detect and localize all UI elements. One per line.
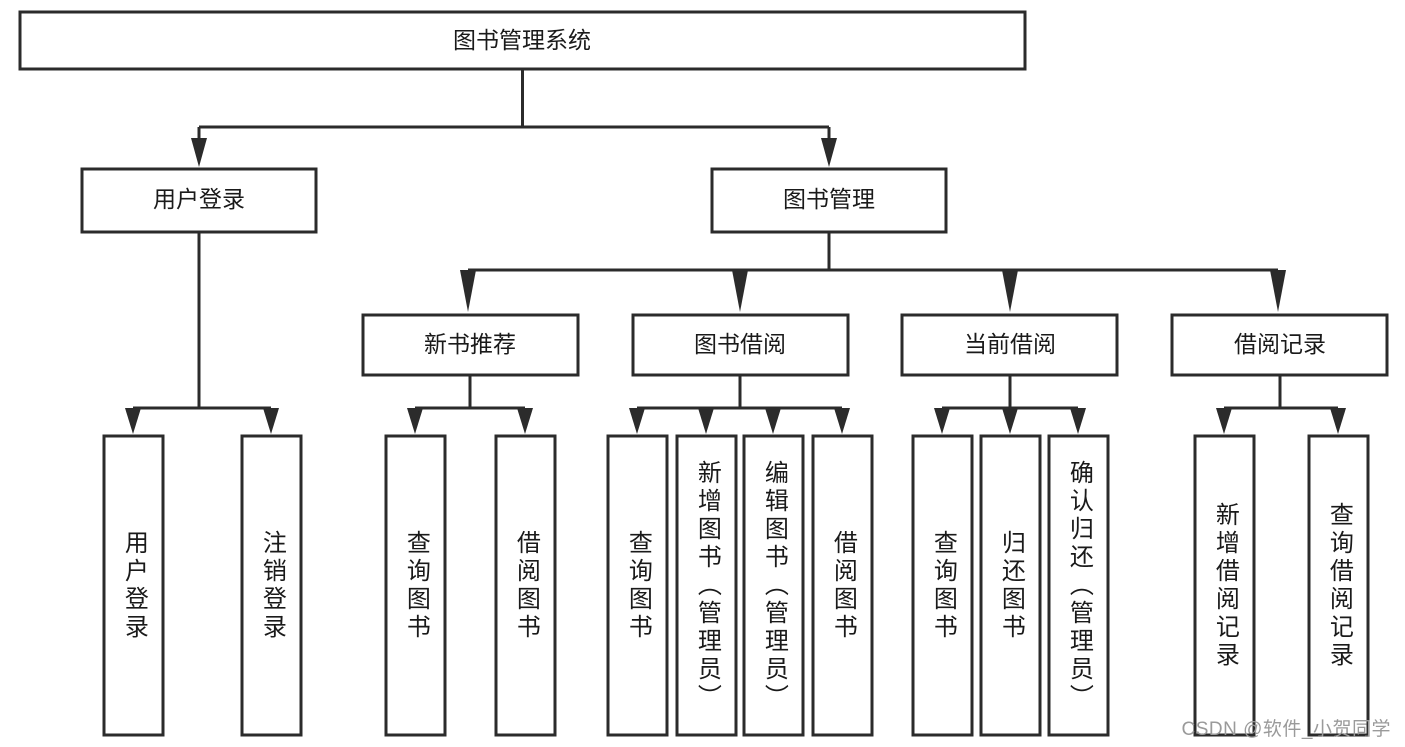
node-new-book-recommend-label: 新书推荐 xyxy=(424,331,516,357)
leaf-box-bb-borrow-book[interactable] xyxy=(811,434,874,737)
node-book-manage-box[interactable] xyxy=(710,167,948,234)
arrowhead-nbr-leaf-1 xyxy=(407,408,423,434)
arrowhead-bb-leaf-4 xyxy=(834,408,850,434)
node-current-borrow-box[interactable] xyxy=(900,313,1119,377)
leaf-box-bb-add-book-admin[interactable] xyxy=(675,434,738,737)
arrowhead-cb-leaf-1 xyxy=(934,408,950,434)
edges-book-manage-to-level3 xyxy=(460,232,1286,312)
node-current-borrow[interactable]: 当前借阅 xyxy=(900,313,1119,377)
leaf-boxes xyxy=(102,434,1370,737)
arrowhead-bb-leaf-3 xyxy=(765,408,781,434)
leaf-box-bb-query-book[interactable] xyxy=(606,434,669,737)
node-book-borrow[interactable]: 图书借阅 xyxy=(631,313,850,377)
leaf-box-cb-confirm-return-admin[interactable] xyxy=(1047,434,1110,737)
arrowhead-book-manage xyxy=(821,138,837,167)
leaf-box-br-query-record[interactable] xyxy=(1307,434,1370,737)
leaf-box-cb-query-book[interactable] xyxy=(911,434,974,737)
arrowhead-cb-leaf-2 xyxy=(1002,408,1018,434)
node-borrow-record-box[interactable] xyxy=(1170,313,1389,377)
edges-user-login-to-leaves xyxy=(125,232,279,434)
arrowhead-leaf-logout xyxy=(263,408,279,434)
arrowhead-bb-leaf-2 xyxy=(698,408,714,434)
node-borrow-record-label: 借阅记录 xyxy=(1234,331,1326,357)
node-new-book-recommend[interactable]: 新书推荐 xyxy=(361,313,580,377)
node-book-borrow-box[interactable] xyxy=(631,313,850,377)
edges-current-borrow-to-leaves xyxy=(934,375,1086,434)
node-book-manage-label: 图书管理 xyxy=(783,186,875,212)
leaf-box-br-add-record[interactable] xyxy=(1193,434,1256,737)
leaf-box-cb-return-book[interactable] xyxy=(979,434,1042,737)
arrowhead-br-leaf-2 xyxy=(1330,408,1346,434)
edges-book-borrow-to-leaves xyxy=(629,375,850,434)
node-root-box[interactable] xyxy=(18,10,1027,71)
arrowhead-leaf-user-login xyxy=(125,408,141,434)
node-book-borrow-label: 图书借阅 xyxy=(694,331,786,357)
node-user-login-label: 用户登录 xyxy=(153,186,245,212)
leaf-box-user-login[interactable] xyxy=(102,434,165,737)
edges-root-to-level2 xyxy=(191,69,837,167)
node-borrow-record[interactable]: 借阅记录 xyxy=(1170,313,1389,377)
leaf-box-nbr-borrow-book[interactable] xyxy=(494,434,557,737)
arrowhead-nbr-leaf-2 xyxy=(517,408,533,434)
node-root[interactable]: 图书管理系统 xyxy=(18,10,1027,71)
leaf-box-bb-edit-book-admin[interactable] xyxy=(742,434,805,737)
node-user-login-box[interactable] xyxy=(80,167,318,234)
edges-borrow-record-to-leaves xyxy=(1216,375,1346,434)
arrowhead-bb-leaf-1 xyxy=(629,408,645,434)
node-root-label: 图书管理系统 xyxy=(453,27,591,53)
arrowhead-br-leaf-1 xyxy=(1216,408,1232,434)
node-book-manage[interactable]: 图书管理 xyxy=(710,167,948,234)
arrowhead-user-login xyxy=(191,138,207,167)
arrowhead-current-borrow xyxy=(1002,270,1018,312)
node-new-book-recommend-box[interactable] xyxy=(361,313,580,377)
leaf-box-logout[interactable] xyxy=(240,434,303,737)
arrowhead-cb-leaf-3 xyxy=(1070,408,1086,434)
edges-new-book-recommend-to-leaves xyxy=(407,375,533,434)
node-user-login[interactable]: 用户登录 xyxy=(80,167,318,234)
node-current-borrow-label: 当前借阅 xyxy=(964,331,1056,357)
arrowhead-book-borrow xyxy=(732,270,748,312)
csdn-watermark: CSDN @软件_小贺同学 xyxy=(1181,719,1391,740)
leaf-box-nbr-query-book[interactable] xyxy=(384,434,447,737)
arrowhead-new-book-recommend xyxy=(460,270,476,312)
arrowhead-borrow-record xyxy=(1270,270,1286,312)
